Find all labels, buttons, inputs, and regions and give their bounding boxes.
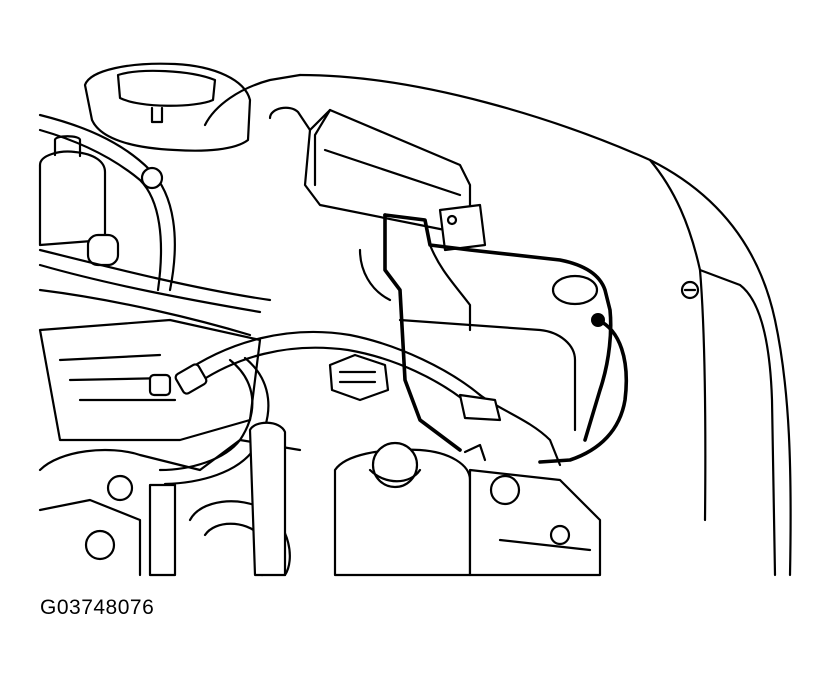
wiring-connector (328, 353, 390, 402)
coolant-reservoir (333, 441, 472, 577)
brake-reservoir (38, 135, 120, 267)
brake-lines (38, 113, 272, 337)
wiring-harness (458, 318, 629, 467)
control-module (268, 106, 487, 252)
engine-component-right (468, 468, 602, 577)
hoses (148, 330, 482, 577)
battery-bracket (358, 213, 613, 452)
fender-panel (203, 73, 792, 577)
fender-bolt (680, 280, 700, 300)
engine-bay-line-drawing (38, 62, 792, 577)
figure-code: G03748076 (40, 596, 155, 619)
strut-tower (83, 62, 252, 152)
